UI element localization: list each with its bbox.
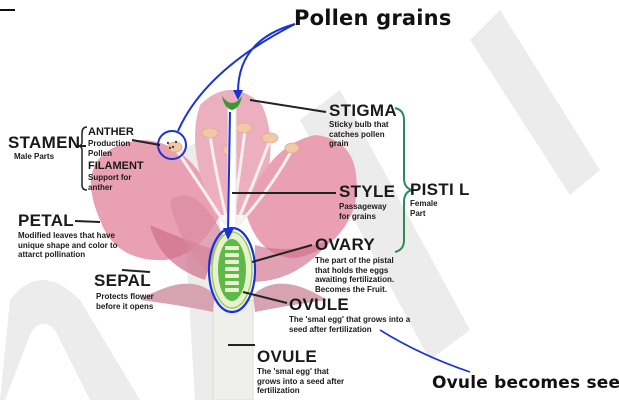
ovule-title: OVULE <box>289 295 349 315</box>
pistil-desc: Female Part <box>410 199 450 218</box>
ovary-title: OVARY <box>315 235 375 255</box>
stamen-title: STAMEN <box>8 133 80 153</box>
style-desc: Passageway for grains <box>339 202 394 221</box>
stem <box>213 300 253 400</box>
petal-title: PETAL <box>18 211 74 231</box>
anther-title: ANTHER <box>88 126 134 138</box>
ovary-desc: The part of the pistal that holds the eg… <box>315 256 401 294</box>
pistil-title: PISTI L <box>410 180 470 200</box>
anther-desc: Production Pollen <box>88 139 136 158</box>
pollen-arrow-to-stigma <box>238 24 295 92</box>
sepal-title: SEPAL <box>94 271 151 291</box>
petal-desc: Modified leaves that have unique shape a… <box>18 231 130 260</box>
ovule-desc-lower: The 'smal egg' that grows into a seed af… <box>257 367 352 396</box>
ovule-title-lower: OVULE <box>257 347 317 367</box>
filament-title: FILAMENT <box>88 160 144 172</box>
ovule-desc: The 'smal egg' that grows into a seed af… <box>289 315 419 334</box>
filament-desc: Support for anther <box>88 173 143 192</box>
stigma-desc: Sticky bulb that catches pollen grain <box>329 120 389 149</box>
ovule-becomes-seeds-note: Ovule becomes seeds <box>432 373 619 393</box>
stigma-title: STIGMA <box>329 101 397 121</box>
sepal-desc: Protects flower before it opens <box>96 292 158 311</box>
stamen-desc: Male Parts <box>14 152 74 162</box>
watermark-stroke-3 <box>470 10 600 195</box>
style-title: STYLE <box>339 182 395 202</box>
pollen-grains-note: Pollen grains <box>294 6 452 30</box>
